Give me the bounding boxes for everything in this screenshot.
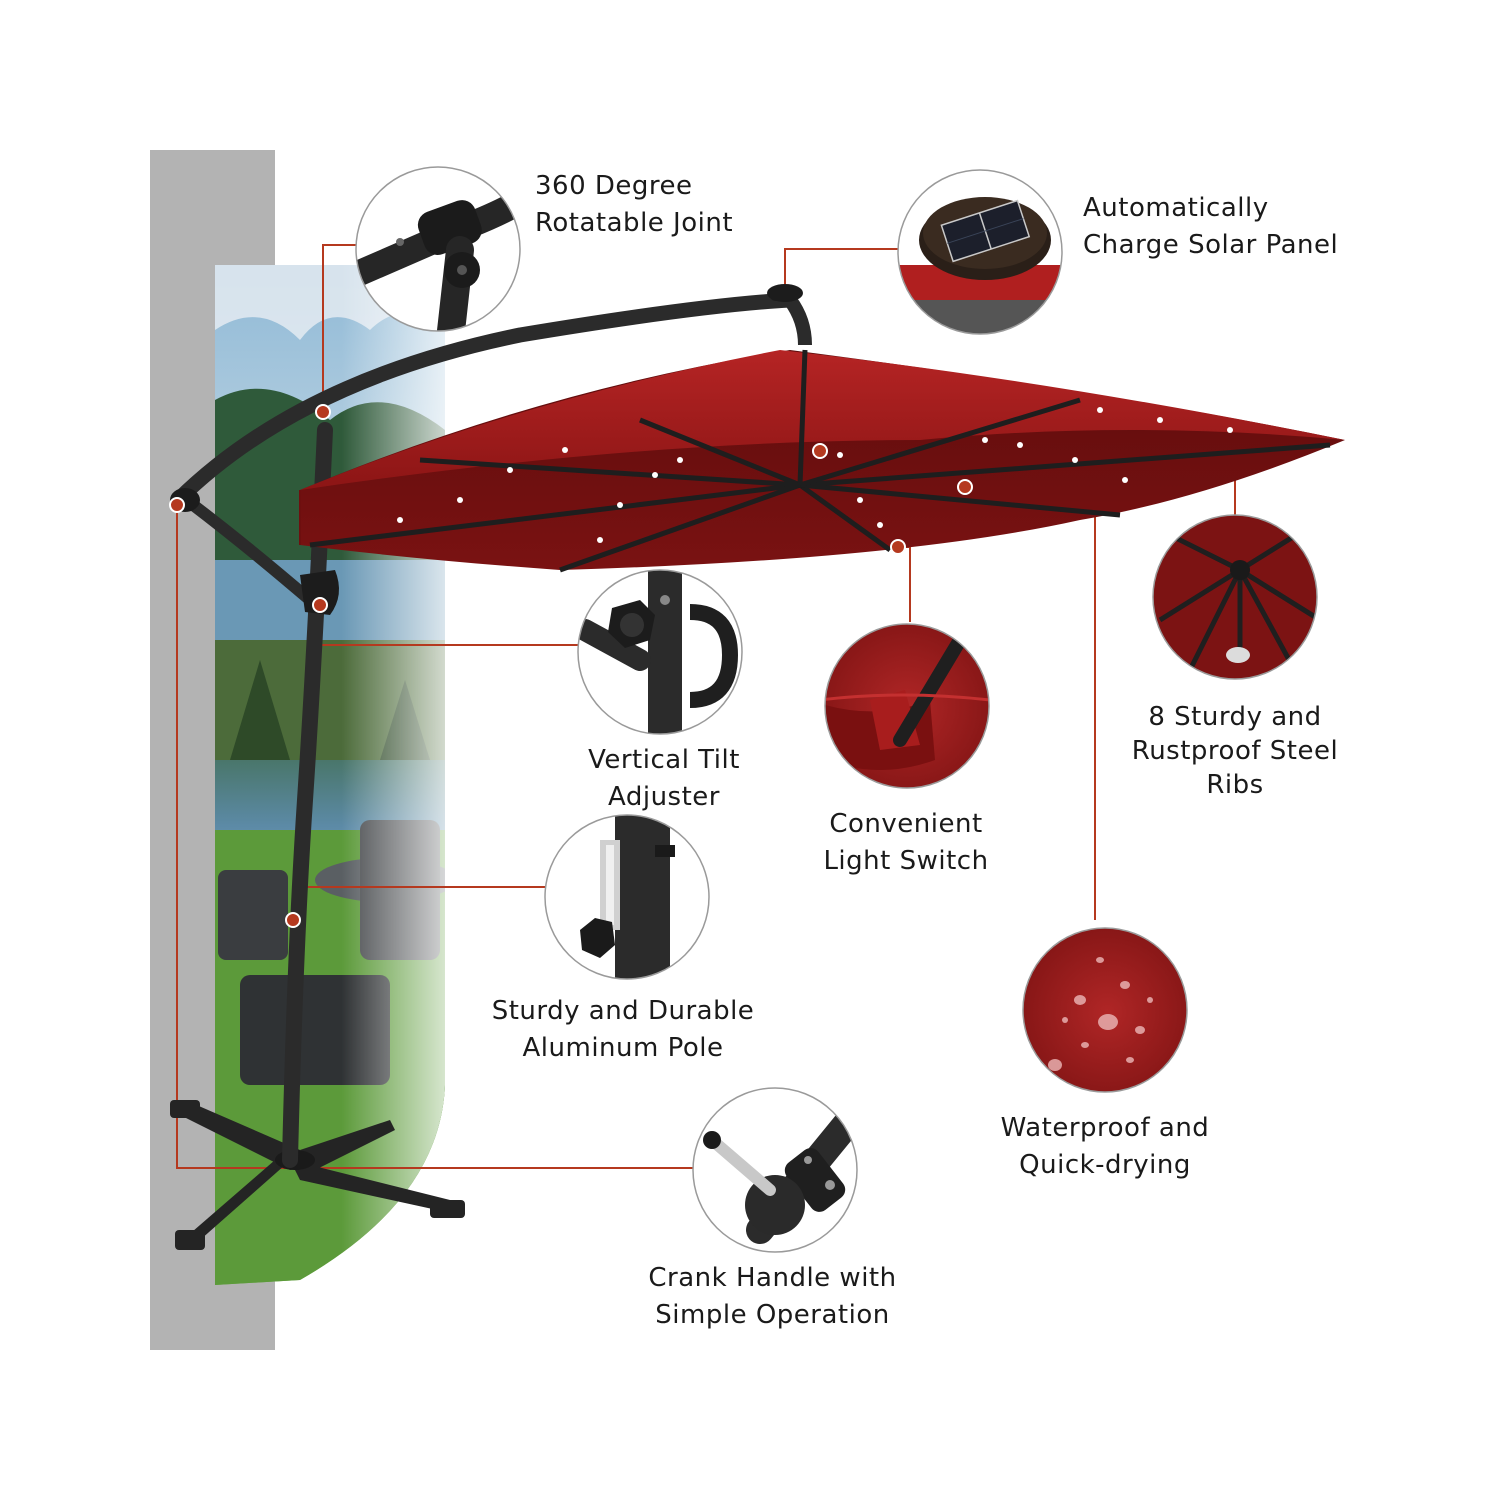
solar-panel-cap [767, 284, 803, 302]
label-aluminum-pole: Sturdy and Durable Aluminum Pole [488, 993, 758, 1067]
cross-base [170, 1100, 465, 1250]
label-line: Adjuster [608, 782, 720, 812]
label-crank-handle: Crank Handle with Simple Operation [640, 1260, 905, 1334]
tilt-knob-closeup-icon [577, 569, 743, 735]
main-pole [282, 422, 333, 1168]
label-light-switch: Convenient Light Switch [806, 806, 1006, 880]
cantilever-arm [170, 292, 798, 508]
water-droplets-closeup-icon [1022, 927, 1188, 1093]
marker-steel-ribs [812, 443, 828, 459]
crank-handle-closeup-icon [692, 1087, 858, 1253]
label-steel-ribs: 8 Sturdy and Rustproof Steel Ribs [1110, 700, 1360, 802]
marker-light-switch [890, 539, 906, 555]
label-line: Crank Handle with [648, 1263, 897, 1293]
pole-clamp-closeup-icon [544, 814, 710, 980]
ribs-closeup-icon [1152, 514, 1318, 680]
marker-rotatable-joint [315, 404, 331, 420]
rotatable-joint-closeup-icon [355, 166, 521, 332]
marker-waterproof [957, 479, 973, 495]
label-line: Rotatable Joint [535, 208, 734, 238]
label-waterproof: Waterproof and Quick-drying [985, 1110, 1225, 1184]
label-line: Light Switch [823, 846, 989, 876]
marker-crank-handle [169, 497, 185, 513]
solar-panel-closeup-icon [897, 169, 1063, 335]
label-rotatable-joint: 360 Degree Rotatable Joint [535, 168, 733, 242]
marker-aluminum-pole [285, 912, 301, 928]
label-solar-panel: Automatically Charge Solar Panel [1083, 190, 1338, 264]
label-line: Aluminum Pole [522, 1033, 724, 1063]
label-line: Ribs [1206, 770, 1264, 800]
label-line: Simple Operation [655, 1300, 890, 1330]
label-line: Charge Solar Panel [1083, 230, 1339, 260]
label-line: Sturdy and Durable [491, 996, 755, 1026]
label-tilt-adjuster: Vertical Tilt Adjuster [564, 742, 764, 816]
label-line: Rustproof Steel [1131, 736, 1339, 766]
light-switch-closeup-icon [824, 623, 990, 789]
label-line: Quick-drying [1019, 1150, 1191, 1180]
marker-tilt-adjuster [312, 597, 328, 613]
label-line: Waterproof and [1000, 1113, 1210, 1143]
label-line: 360 Degree [535, 171, 693, 201]
label-line: Vertical Tilt [588, 745, 740, 775]
label-line: 8 Sturdy and [1148, 702, 1322, 732]
label-line: Automatically [1083, 193, 1269, 223]
label-line: Convenient [829, 809, 983, 839]
umbrella-canopy [299, 349, 1345, 573]
